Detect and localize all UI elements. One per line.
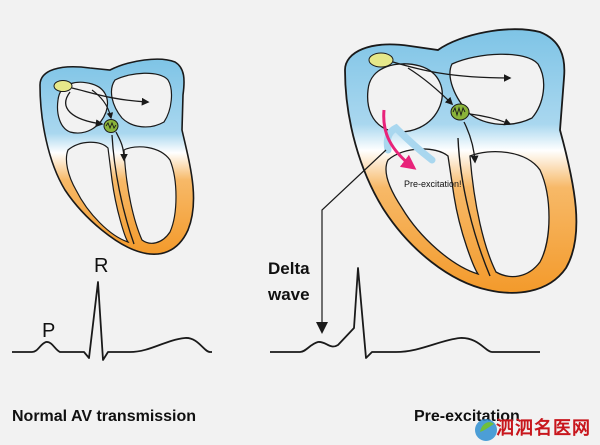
watermark-text: 泗泗名医网 [496,418,591,439]
av-node-squiggle [105,121,117,130]
conduction-arrow-av-right [469,113,512,126]
pre-excitation-heart [344,28,578,294]
pre-excitation-ecg-trace [270,267,540,359]
watermark-logo [475,419,497,441]
conduction-arrow-down [115,131,128,162]
right-ventricle-cavity [469,151,550,278]
right-ventricle-cavity [123,146,177,244]
r-wave-label: R [94,255,109,277]
normal-ecg-trace [12,281,212,361]
delta-wave-arrowhead [316,322,328,334]
left-atrium-cavity [366,63,443,133]
conduction-arrow-down [463,121,479,164]
conduction-arrow-av [65,91,104,128]
caption-pre-excitation: Pre-excitation [414,408,520,425]
septum [457,137,491,277]
conduction-arrow-av-exit [91,89,114,120]
conduction-arrow-right [392,61,512,82]
av-node-squiggle [452,106,466,117]
watermark-leaf-icon [475,419,497,441]
p-wave-label: P [42,320,56,342]
conduction-arrow-right [71,87,150,106]
right-atrium-cavity [110,72,173,128]
sa-node [368,52,394,68]
conduction-arrow-av [407,67,454,106]
delta-label-line2: wave [268,285,310,304]
watermark-leaf-shape [480,422,494,432]
delta-wave-pointer [321,149,387,322]
delta-label-line1: Delta [268,259,310,278]
septum [111,134,135,245]
accessory-pathway [383,123,436,164]
normal-heart [39,58,195,255]
accessory-pathway-arrow [382,109,417,170]
sa-node [53,80,73,92]
caption-normal: Normal AV transmission [12,408,197,425]
left-ventricle-cavity [385,148,480,276]
left-atrium-cavity [56,81,109,134]
right-atrium-cavity [449,53,545,126]
left-ventricle-cavity [65,141,130,244]
pre-excitation-note: Pre-excitation! [404,179,462,189]
